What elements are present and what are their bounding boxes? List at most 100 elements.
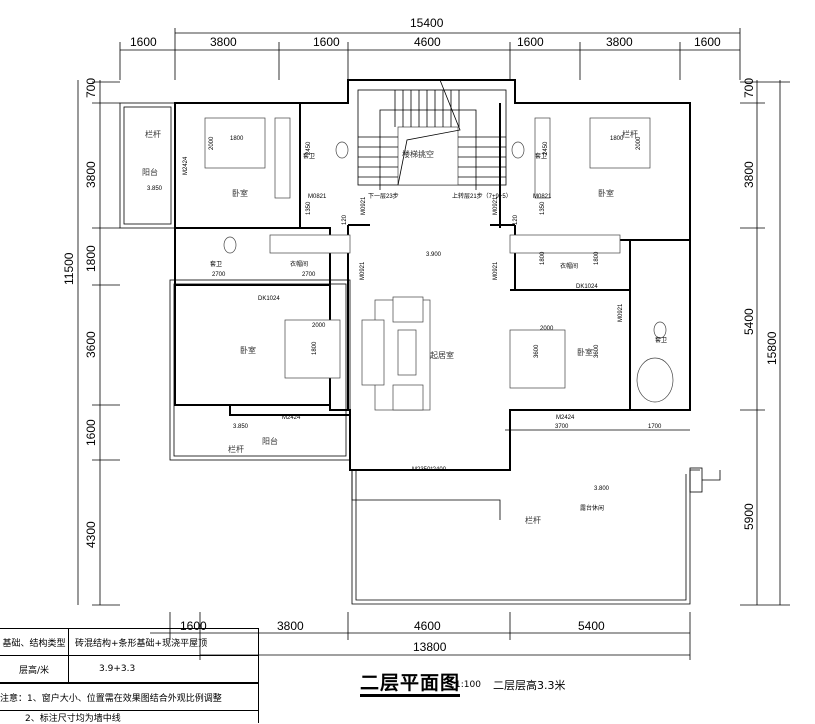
room-label: 卧室 [598,188,614,198]
room-labels: 阳台 3.850 栏杆 卧室 套卫 套卫 衣帽间 卧室 3.850 阳台 栏杆 … [142,129,667,525]
dim-label: 1800 [610,136,624,142]
door-tag: M2350*2400 [412,467,447,473]
dim-label: 1800 [540,251,546,265]
spec-value: 砖混结构+条形基础+现浇平屋顶 [75,638,208,649]
dim-label: 1800 [594,251,600,265]
dim-label: 1700 [648,424,662,430]
dim-left-total: 11500 [62,252,76,285]
wardrobe-ne [534,117,551,199]
dim-left: 3600 [84,331,98,358]
dim-right-total: 15800 [765,331,779,365]
dim-bottom: 5400 [578,619,605,633]
dim-label: 2700 [302,272,316,278]
door-tag: M2424 [183,156,189,175]
room-label: 起居室 [430,350,454,360]
room-label: 卧室 [232,188,248,198]
spec-value: 3.9+3.3 [99,664,136,674]
dim-label: 3600 [594,344,600,358]
elevation: 3.850 [147,186,163,192]
room-label: 卧室 [577,347,593,357]
spec-row: 基础、结构类型 砖混结构+条形基础+现浇平屋顶 [0,629,258,656]
coffee-table [397,329,417,376]
wardrobe-e [509,234,621,254]
dim-label: 2000 [312,323,326,329]
staircase [357,79,507,190]
drawing-scale: 1:100 [455,680,481,690]
dim-bottom: 3800 [277,619,304,633]
dim-label: 3700 [555,424,569,430]
dim-left: 1600 [84,419,98,446]
dim-right: 5900 [742,503,756,530]
room-label: 套卫 [655,336,667,344]
room-label: 露台休闲 [580,504,604,512]
elevation: 3.800 [594,486,610,492]
walls [119,79,721,605]
dim-top: 4600 [414,35,441,49]
armchair [392,384,424,411]
dim-label: 1800 [230,136,244,142]
dim-label: 120 [513,214,519,225]
spec-label: 基础、结构类型 [0,629,69,655]
dim-top: 3800 [210,35,237,49]
dim-label: 2450 [543,141,549,155]
room-label: 套卫 [210,260,222,268]
armchair [392,296,424,323]
specification-table: 基础、结构类型 砖混结构+条形基础+现浇平屋顶 层高/米 3.9+3.3 注意：… [0,628,259,724]
wardrobe-w [269,234,351,254]
stair-note: 下一层23步 [368,192,399,200]
dim-top: 1600 [313,35,340,49]
dim-left: 1800 [84,245,98,272]
bed-w [284,319,341,379]
stair-note: 上转层21步（7+9+5） [452,192,512,200]
dim-label: 3600 [534,344,540,358]
wardrobe-nw [274,117,291,199]
door-tag: DK1024 [576,284,598,290]
railing-label: 栏杆 [145,129,161,139]
room-label: 阳台 [142,167,158,177]
drawing-title: 二层平面图 [360,672,461,697]
toilet [511,141,525,159]
dim-total-top: 15400 [410,16,444,30]
room-label: 阳台 [262,436,278,446]
note-row: 注意：1、窗户大小、位置需在效果图结合外观比例调整 [0,684,258,711]
room-label: 套卫 [535,152,547,160]
dim-label: 1350 [540,201,546,215]
dim-right: 5400 [742,308,756,335]
bathtub [636,357,674,403]
elevation: 3.850 [233,424,249,430]
dim-top: 3800 [606,35,633,49]
bed-ne [589,117,651,169]
door-tag: M0921 [493,196,499,215]
door-tag: M2424 [282,415,301,421]
dim-bottom: 1600 [180,619,207,633]
note-1: 注意：1、窗户大小、位置需在效果图结合外观比例调整 [0,693,222,704]
dim-top: 1600 [517,35,544,49]
dim-top: 1600 [130,35,157,49]
dim-left: 700 [84,78,98,98]
dim-label: 2000 [540,326,554,332]
dim-top: 1600 [694,35,721,49]
dim-label: 1800 [312,341,318,355]
door-tags: M2424 M0821 M0921 M0921 DK1024 M2424 M23… [183,156,624,473]
door-tag: M0921 [618,303,624,322]
door-tag: M2424 [556,415,575,421]
right-dimensions: 700 3800 5400 5900 15800 [740,78,790,606]
door-tag: M0921 [493,261,499,280]
sofa [361,319,385,386]
room-label: 套卫 [303,152,315,160]
room-label: 衣帽间 [560,262,578,270]
bed-nw [204,117,266,169]
door-tag: DK1024 [258,296,280,302]
railing-label: 栏杆 [228,444,244,454]
dim-bottom-total: 13800 [413,640,447,654]
elevation: 3.900 [426,252,442,258]
top-dimensions: 15400 1600 3800 1600 4600 1600 3800 1600 [119,16,741,80]
room-label: 楼梯挑空 [402,149,434,159]
dim-label: 1350 [306,201,312,215]
spec-row: 层高/米 3.9+3.3 [0,656,258,684]
room-label: 衣帽间 [290,260,308,268]
dim-left: 4300 [84,521,98,548]
furniture [204,117,674,411]
annotations: 下一层23步 上转层21步（7+9+5） 1800 2000 1800 2000… [209,136,690,431]
door-tag: M0921 [361,196,367,215]
